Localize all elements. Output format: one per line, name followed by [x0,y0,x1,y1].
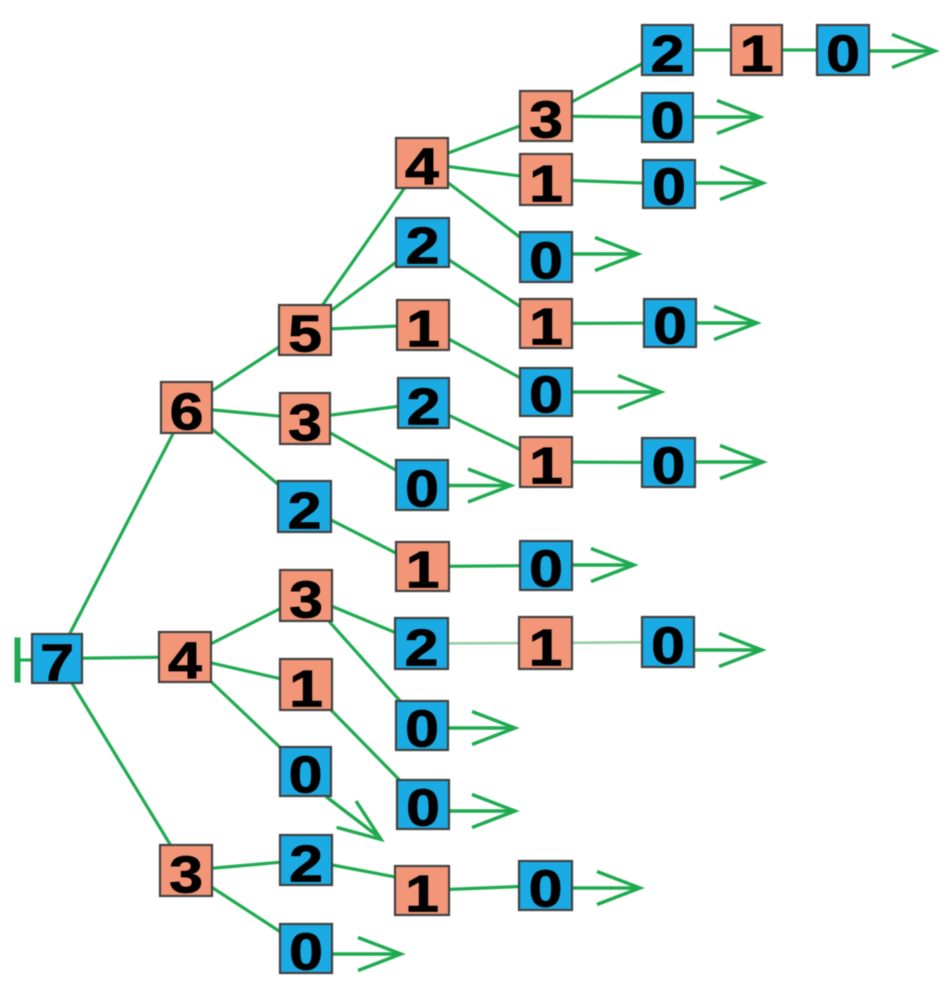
svg-text:1: 1 [529,437,563,495]
svg-text:0: 0 [652,437,686,495]
svg-text:3: 3 [288,394,322,452]
svg-text:2: 2 [288,482,322,540]
svg-text:1: 1 [529,155,563,213]
svg-text:4: 4 [168,632,202,690]
svg-text:5: 5 [288,305,322,363]
svg-text:0: 0 [529,540,563,598]
svg-text:0: 0 [826,25,860,83]
svg-text:0: 0 [289,923,323,981]
svg-text:2: 2 [289,835,323,893]
svg-text:3: 3 [529,91,563,149]
svg-text:0: 0 [529,232,563,290]
svg-text:0: 0 [405,460,439,518]
svg-text:0: 0 [651,92,685,150]
svg-text:1: 1 [406,300,440,358]
svg-text:1: 1 [740,25,774,83]
svg-text:2: 2 [405,619,439,677]
svg-text:0: 0 [405,700,439,758]
svg-text:1: 1 [529,619,563,677]
svg-text:0: 0 [653,297,687,355]
svg-text:0: 0 [529,860,563,918]
svg-text:2: 2 [407,378,441,436]
svg-text:0: 0 [651,617,685,675]
svg-text:2: 2 [406,217,440,275]
svg-text:3: 3 [289,571,323,629]
svg-text:0: 0 [529,366,563,424]
svg-text:7: 7 [40,634,74,692]
svg-text:1: 1 [529,298,563,356]
svg-text:0: 0 [289,746,323,804]
svg-text:1: 1 [406,541,440,599]
svg-text:2: 2 [651,25,685,83]
svg-text:4: 4 [405,138,439,196]
svg-text:0: 0 [406,779,440,837]
svg-text:1: 1 [405,865,439,923]
svg-text:6: 6 [170,383,204,441]
svg-text:0: 0 [652,158,686,216]
svg-text:3: 3 [169,846,203,904]
svg-text:1: 1 [289,660,323,718]
